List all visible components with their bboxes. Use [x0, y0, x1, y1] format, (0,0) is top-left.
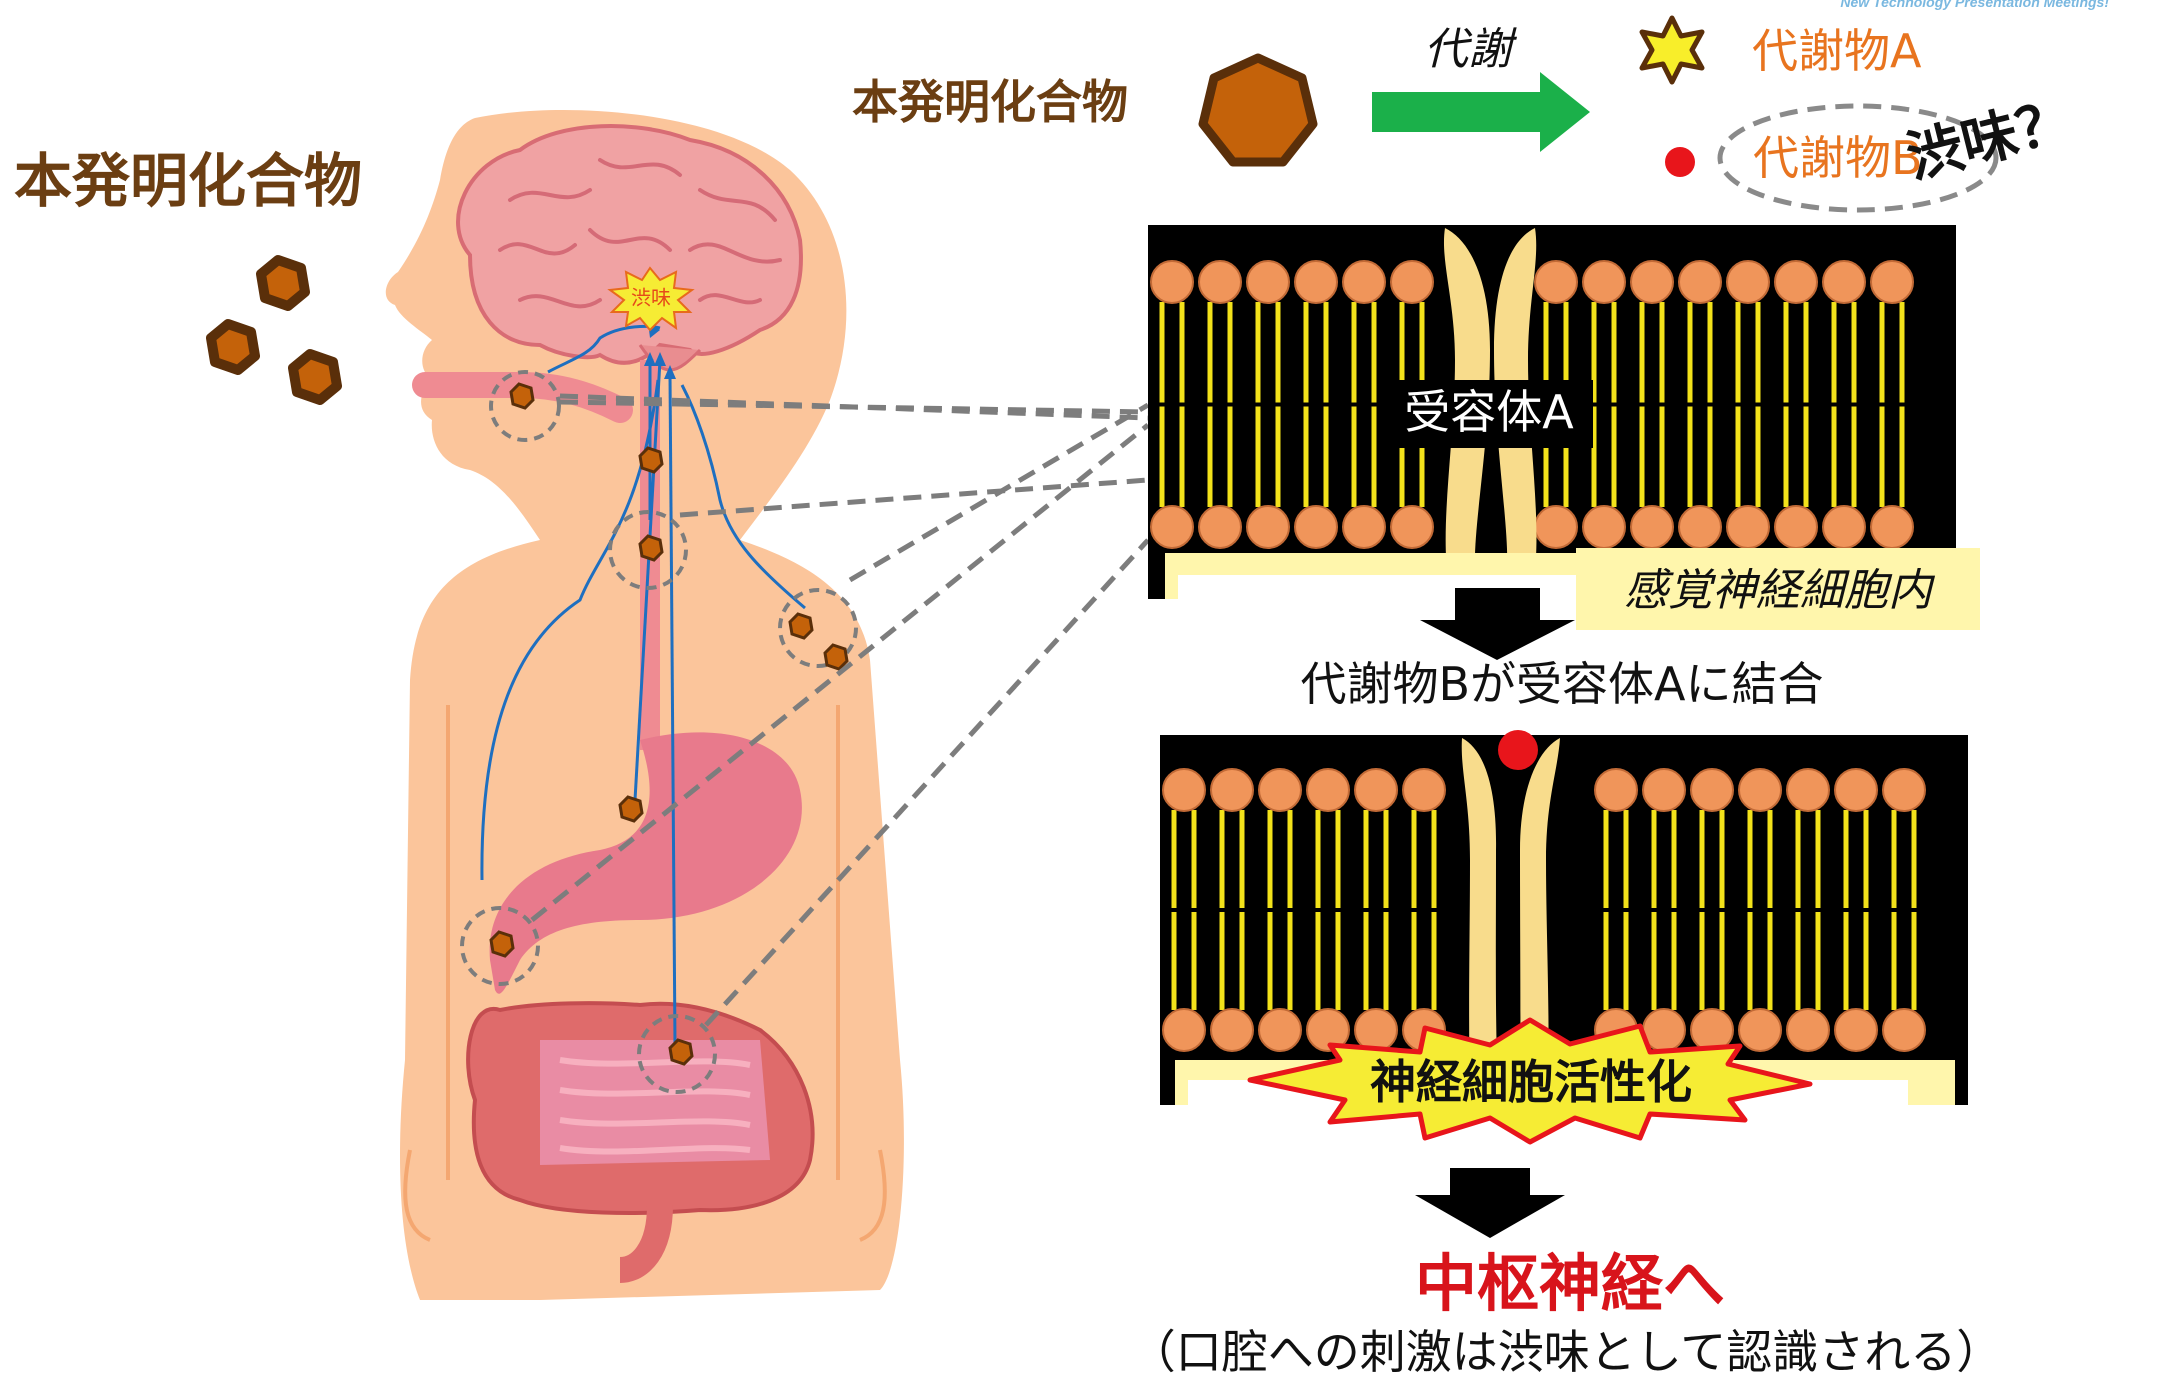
compound-hexagon [211, 324, 255, 370]
intracellular-label: 感覚神経細胞内 [1624, 565, 1936, 616]
lipid-head [1259, 769, 1301, 811]
lipid-head [1343, 261, 1385, 303]
lipid-head [1727, 261, 1769, 303]
lipid-head [1631, 261, 1673, 303]
compound-marker [511, 384, 533, 408]
lipid-head [1583, 506, 1625, 548]
lipid-head [1307, 769, 1349, 811]
compound-marker [640, 448, 662, 472]
membrane-bottom: 神経細胞活性化 [1160, 730, 1968, 1142]
metabolite-a-star [1642, 18, 1702, 82]
lipid-head [1391, 506, 1433, 548]
compound-marker [491, 932, 513, 956]
lipid-head [1403, 769, 1445, 811]
compound-marker [620, 797, 642, 821]
lipid-head [1727, 506, 1769, 548]
lipid-head [1739, 1009, 1781, 1051]
lipid-head [1259, 1009, 1301, 1051]
lipid-head [1151, 506, 1193, 548]
lipid-head [1823, 506, 1865, 548]
brain-burst-text: 渋味 [631, 286, 671, 310]
activation-label: 神経細胞活性化 [1370, 1055, 1692, 1109]
lipid-head [1823, 261, 1865, 303]
lipid-head [1247, 506, 1289, 548]
compound-hexagon [261, 260, 305, 306]
receptor-label: 受容体A [1404, 385, 1574, 439]
lipid-head [1355, 769, 1397, 811]
lipid-head [1211, 769, 1253, 811]
lipid-head [1631, 506, 1673, 548]
membrane-top: 受容体A 感覚神経細胞内 [1148, 225, 1980, 630]
top-flow: 本発明化合物 代謝 代謝物A 代謝物B 渋味？ [852, 18, 2079, 210]
compound-marker [670, 1040, 692, 1064]
lipid-head [1535, 506, 1577, 548]
flow-compound-heptagon [1203, 58, 1313, 162]
metabolism-arrow [1372, 72, 1590, 152]
binding-text: 代謝物Bが受容体Aに結合 [1300, 657, 1823, 711]
compound-marker [790, 614, 812, 638]
compound-marker [640, 536, 662, 560]
lipid-head [1247, 261, 1289, 303]
lipid-head [1295, 261, 1337, 303]
lipid-head [1295, 506, 1337, 548]
lipid-head [1871, 261, 1913, 303]
result-title: 中枢神経へ [1415, 1247, 1725, 1320]
lipid-head [1583, 261, 1625, 303]
lipid-head [1691, 769, 1733, 811]
lipid-head [1391, 261, 1433, 303]
lipid-head [1883, 769, 1925, 811]
lipid-head [1787, 1009, 1829, 1051]
lipid-head [1151, 261, 1193, 303]
lipid-head [1835, 1009, 1877, 1051]
lipid-head [1787, 769, 1829, 811]
lipid-head [1883, 1009, 1925, 1051]
lipid-head [1679, 261, 1721, 303]
floating-compounds [211, 260, 337, 400]
body-compound-label: 本発明化合物 [14, 147, 362, 215]
flow-compound-label: 本発明化合物 [852, 75, 1128, 129]
human-body-illustration: 渋味 本発明化合物 [14, 110, 904, 1300]
metabolite-b-label: 代謝物B [1753, 131, 1923, 185]
lipid-head [1343, 506, 1385, 548]
lipid-head [1739, 769, 1781, 811]
metabolite-b-dot [1665, 147, 1695, 177]
lipid-head [1775, 261, 1817, 303]
result-note: （口腔への刺激は渋味として認識される） [1130, 1325, 2003, 1379]
down-arrow-2 [1415, 1168, 1565, 1238]
flow-arrow-label: 代謝 [1424, 24, 1518, 75]
lipid-head [1211, 1009, 1253, 1051]
lipid-head [1835, 769, 1877, 811]
lipid-head [1679, 506, 1721, 548]
lipid-head [1199, 506, 1241, 548]
lipid-head [1199, 261, 1241, 303]
lipid-head [1775, 506, 1817, 548]
lipid-head [1643, 769, 1685, 811]
lipid-head [1355, 1009, 1397, 1051]
compound-marker [825, 645, 847, 669]
compound-hexagon [293, 354, 337, 400]
astringent-question: 渋味？ [1901, 88, 2080, 192]
lipid-head [1535, 261, 1577, 303]
lipid-head [1871, 506, 1913, 548]
metabolite-a-label: 代謝物A [1752, 24, 1922, 78]
connector-shoulder [850, 405, 1148, 580]
bound-metabolite-b [1498, 730, 1538, 770]
lipid-head [1163, 769, 1205, 811]
lipid-head [1595, 769, 1637, 811]
lipid-head [1163, 1009, 1205, 1051]
